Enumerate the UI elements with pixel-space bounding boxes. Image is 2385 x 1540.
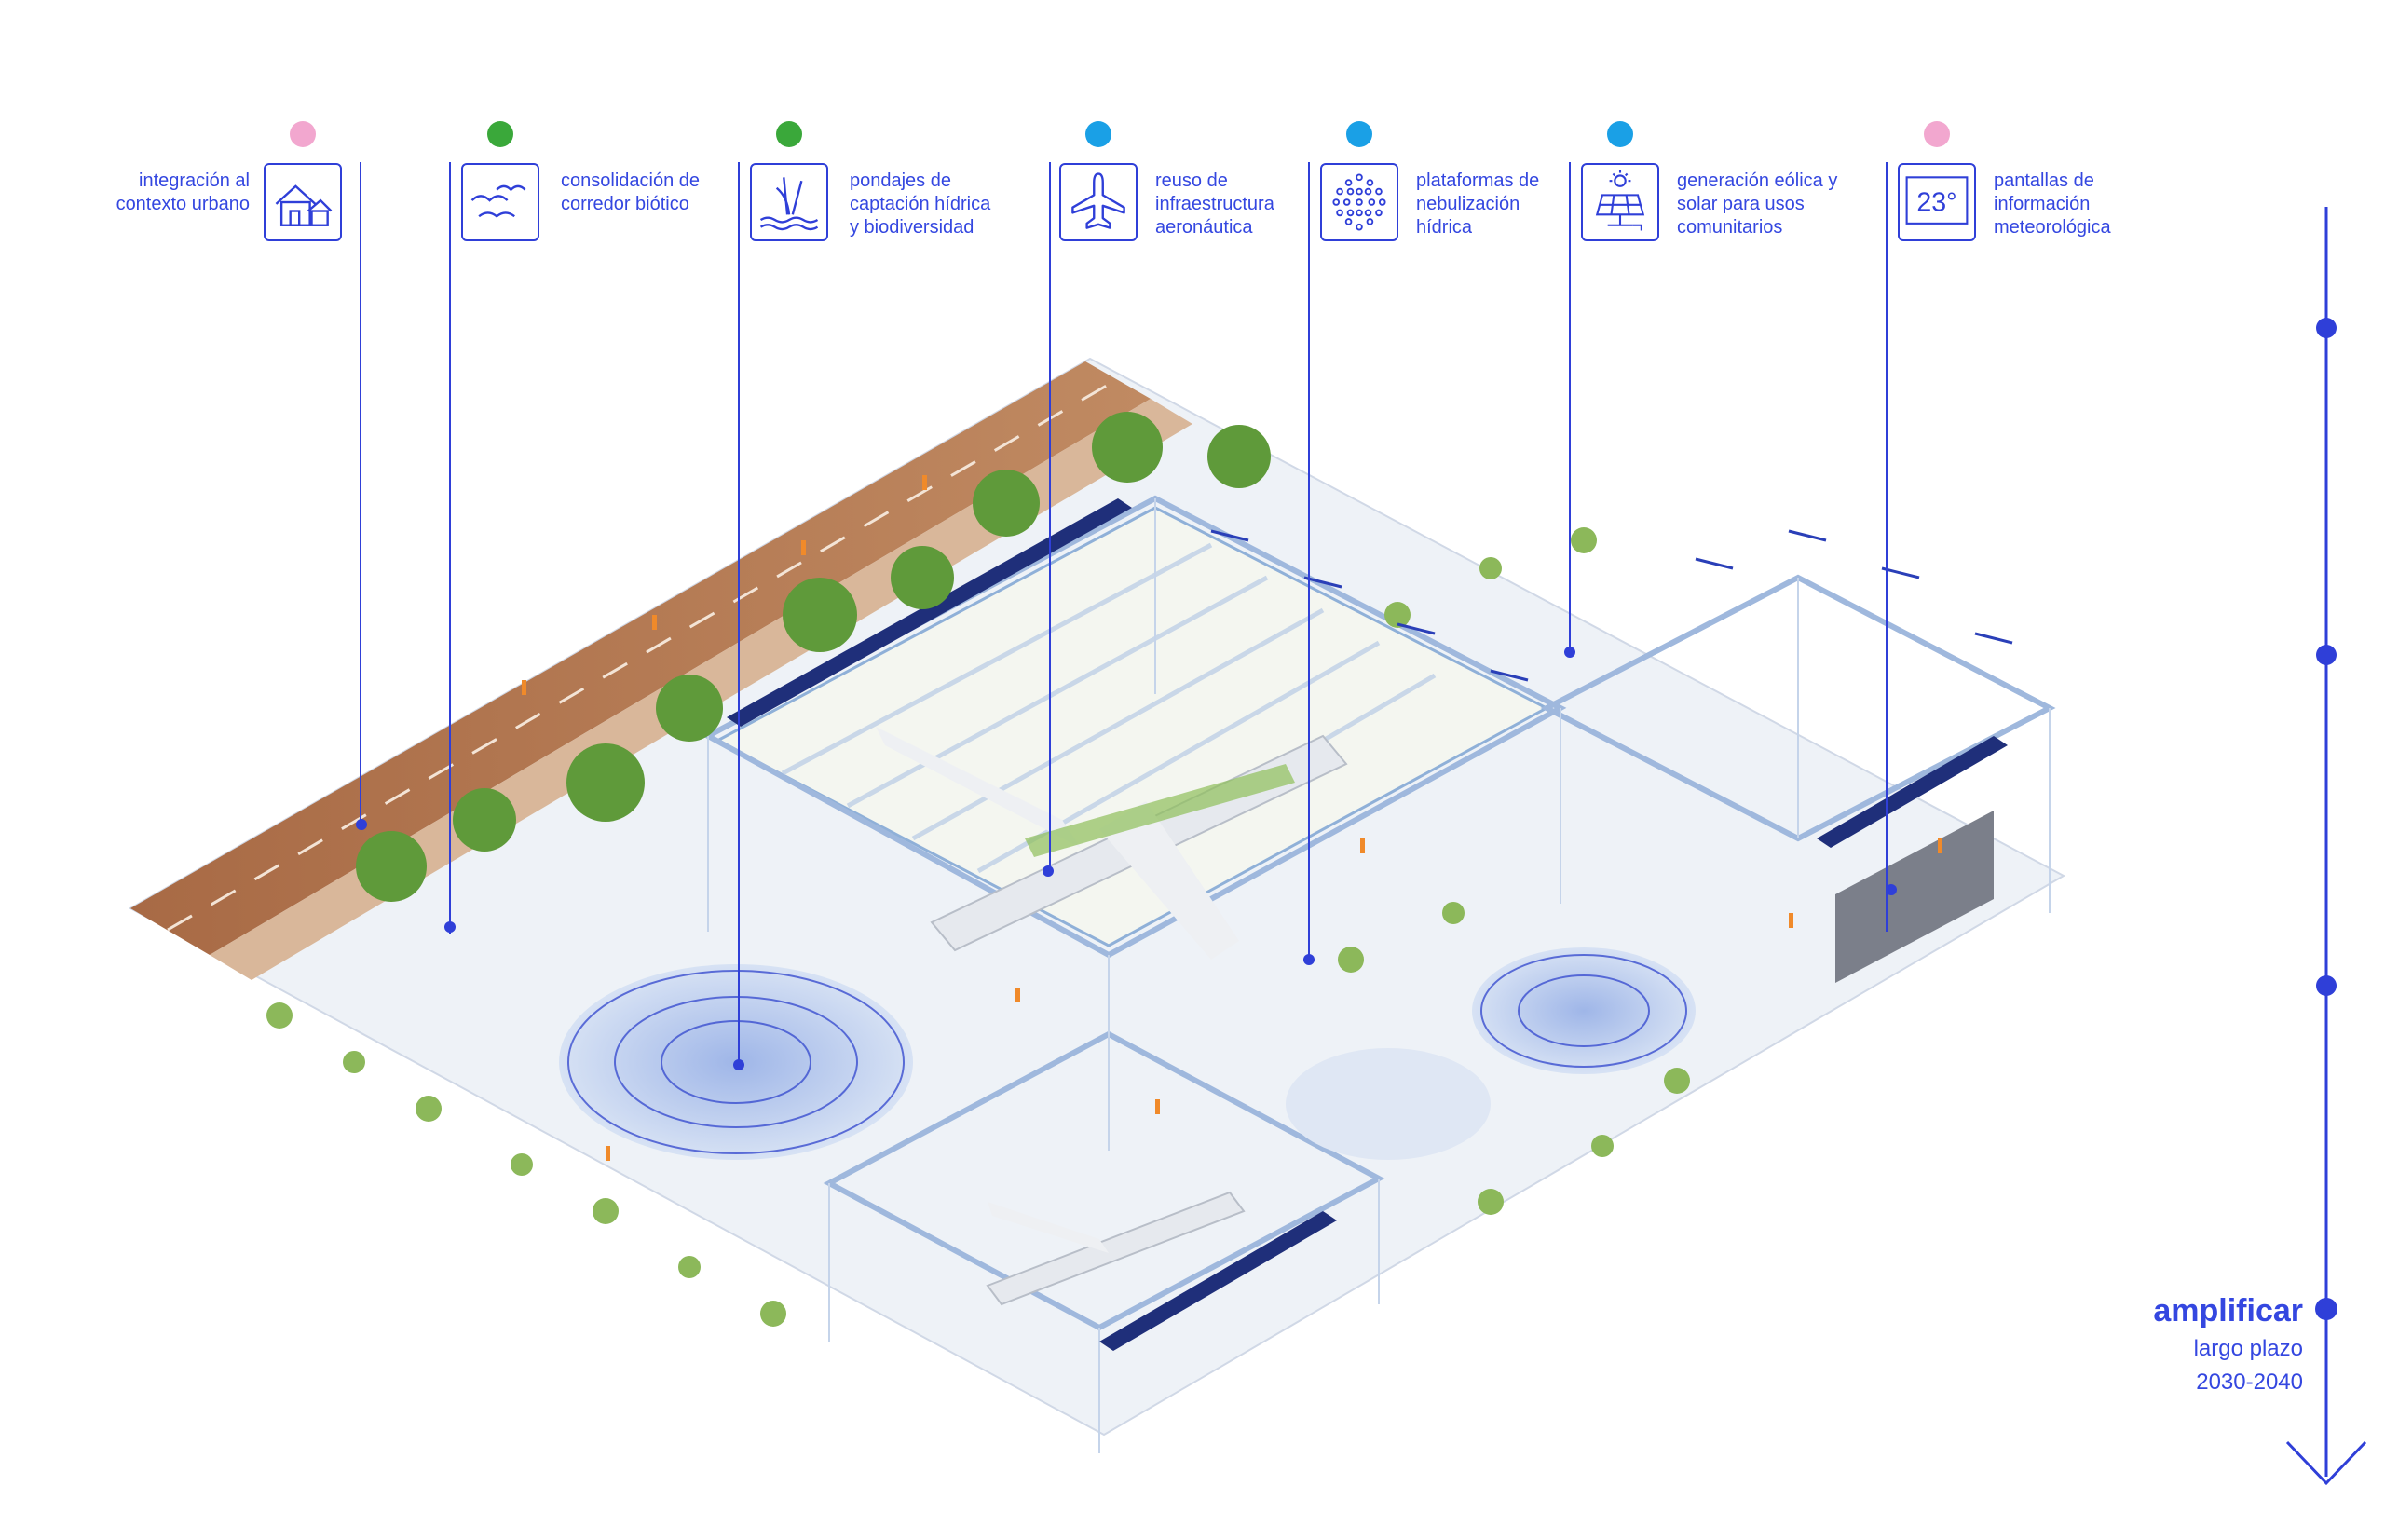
category-dot <box>1346 121 1372 147</box>
leader-line-energia <box>1569 162 1571 648</box>
leader-line-meteo <box>1886 162 1888 932</box>
leader-line-biotico <box>449 162 451 934</box>
category-dot <box>1085 121 1111 147</box>
legend-pondajes: pondajes de captación hídrica y biodiver… <box>736 121 1043 1066</box>
category-dot <box>1924 121 1950 147</box>
mist-dots-icon <box>1320 163 1398 241</box>
pond-right <box>1472 947 1696 1074</box>
timeline-marker <box>2316 645 2337 665</box>
leader-line-nebul <box>1308 162 1310 960</box>
airplane-large <box>876 727 1348 960</box>
category-dot <box>776 121 802 147</box>
birds-icon <box>461 163 539 241</box>
leader-line-aero <box>1049 162 1051 872</box>
timeline-marker <box>2316 318 2337 338</box>
label-pantallas-informacion: pantallas de información meteorológica <box>1994 170 2111 238</box>
temperature-display-icon: 23° <box>1898 163 1976 241</box>
house-icon <box>264 163 342 241</box>
solar-panel-icon <box>1581 163 1659 241</box>
temperature-value: 23° <box>1916 188 1956 218</box>
label-pondajes-captacion: pondajes de captación hídrica y biodiver… <box>850 170 991 238</box>
leader-line-pondajes <box>738 162 740 1066</box>
label-reuso-infraestructura: reuso de infraestructura aeronáutica <box>1155 170 1274 238</box>
legend-urbano: integración al contexto urbano <box>0 121 373 825</box>
leader-line-urbano <box>360 162 361 825</box>
category-dot <box>487 121 513 147</box>
airplane-small <box>986 1191 1246 1306</box>
category-dot <box>290 121 316 147</box>
legend-nebul: plataformas de nebulización hídrica <box>1304 121 1574 960</box>
legend-meteo: 23° pantallas de información meteorológi… <box>1882 121 2161 932</box>
airplane-icon <box>1059 163 1138 241</box>
timeline-phase-years: 2030-2040 <box>2196 1370 2303 1395</box>
legend-aero: reuso de infraestructura aeronáutica <box>1043 121 1314 872</box>
reeds-water-icon <box>750 163 828 241</box>
timeline-phase-title: amplificar <box>2153 1293 2303 1329</box>
timeline-marker <box>2316 975 2337 996</box>
label-integracion-contexto-urbano: integración al contexto urbano <box>116 170 250 214</box>
timeline-marker-active <box>2315 1298 2337 1320</box>
timeline-axis <box>2285 207 2367 1486</box>
label-consolidacion-corredor-biotico: consolidación de corredor biótico <box>561 170 700 214</box>
legend-biotico: consolidación de corredor biótico <box>447 121 745 934</box>
category-dot <box>1607 121 1633 147</box>
road <box>130 361 1151 955</box>
label-plataformas-nebulizacion: plataformas de nebulización hídrica <box>1416 170 1540 238</box>
legend-energia: generación eólica y solar para usos comu… <box>1565 121 1882 648</box>
label-generacion-eolica-solar: generación eólica y solar para usos comu… <box>1677 170 1838 238</box>
timeline-phase-term: largo plazo <box>2193 1336 2303 1361</box>
